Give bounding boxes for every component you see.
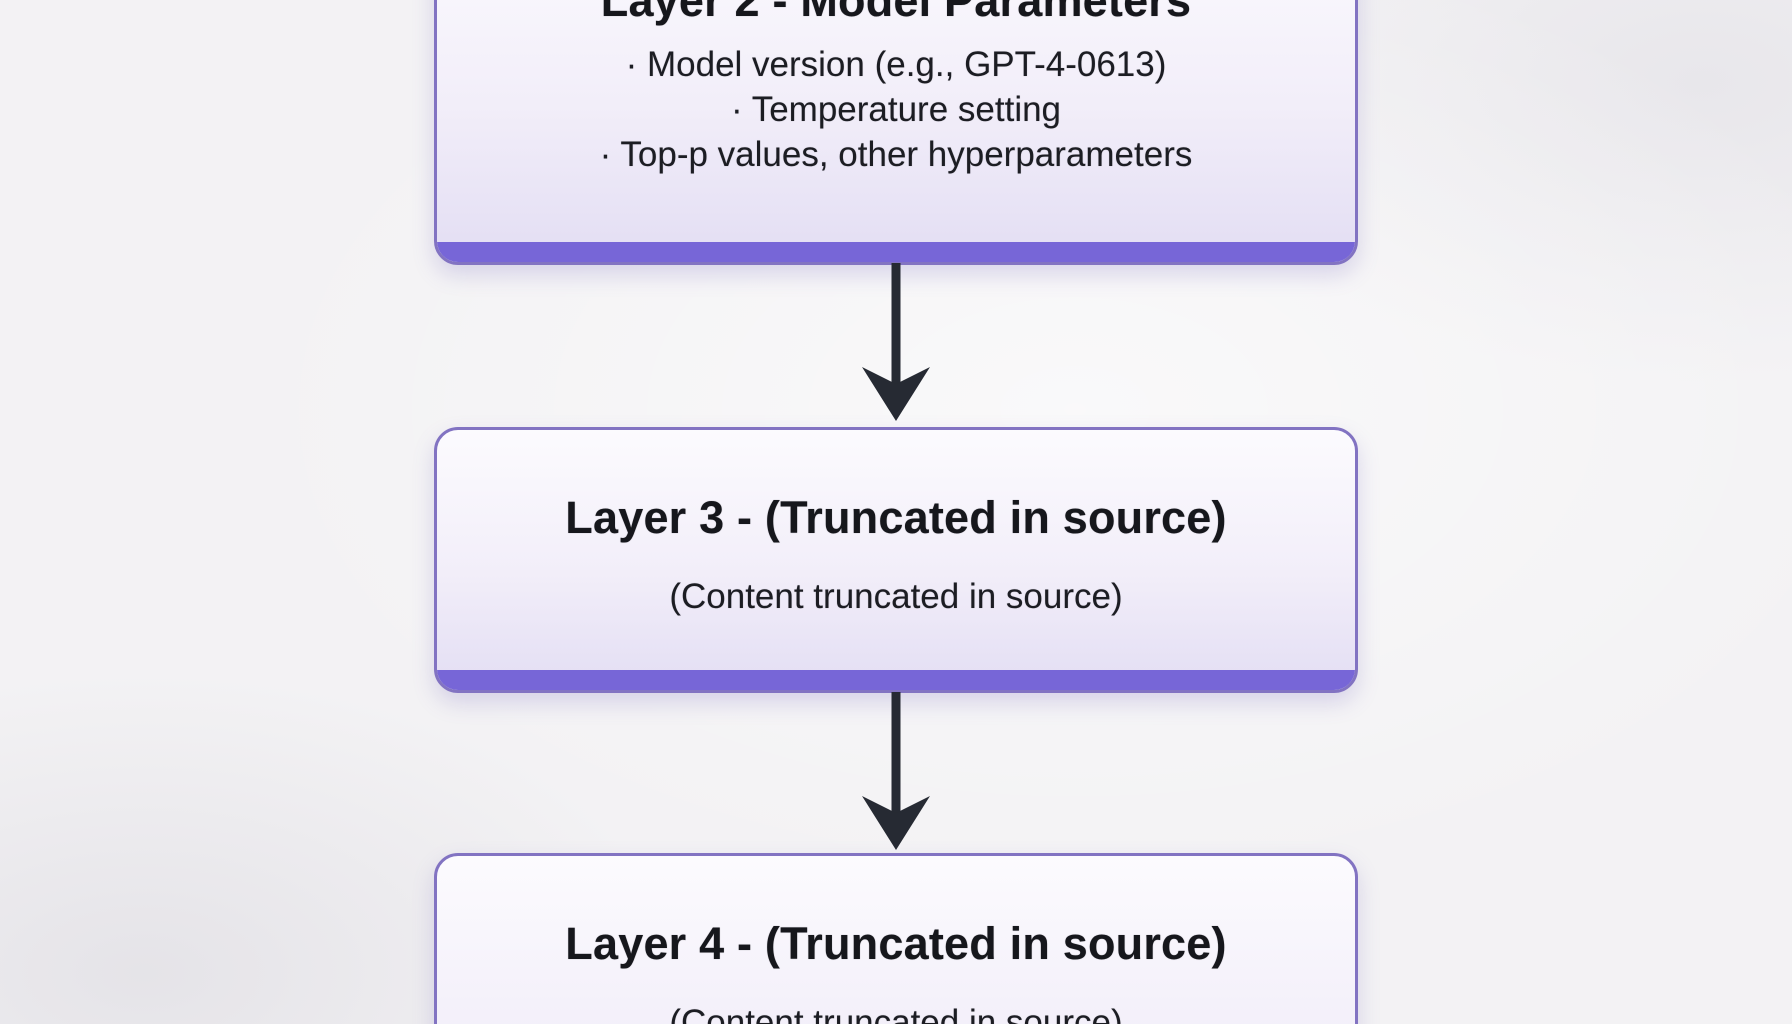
- body-line: (Content truncated in source): [669, 1003, 1123, 1024]
- body-line: (Content truncated in source): [669, 577, 1123, 616]
- down-arrow-icon: [862, 263, 930, 421]
- node-body: (Content truncated in source): [437, 1000, 1355, 1024]
- flow-node-layer4: Layer 4 - (Truncated in source) (Content…: [434, 853, 1358, 1024]
- flow-node-layer2: Layer 2 - Model Parameters · Model versi…: [434, 0, 1358, 265]
- node-title: Layer 4 - (Truncated in source): [565, 918, 1227, 969]
- node-body: · Model version (e.g., GPT-4-0613) · Tem…: [437, 42, 1355, 177]
- node-body: (Content truncated in source): [437, 574, 1355, 619]
- down-arrow-icon: [862, 692, 930, 850]
- flow-node-layer3: Layer 3 - (Truncated in source) (Content…: [434, 427, 1358, 693]
- bullet-line: · Model version (e.g., GPT-4-0613): [625, 45, 1167, 84]
- bullet-line: · Top-p values, other hyperparameters: [599, 135, 1193, 174]
- node-title: Layer 2 - Model Parameters: [600, 0, 1192, 26]
- node-accent-strip: [437, 670, 1355, 690]
- node-accent-strip: [437, 242, 1355, 262]
- bullet-line: · Temperature setting: [730, 90, 1062, 129]
- node-title: Layer 3 - (Truncated in source): [565, 492, 1227, 543]
